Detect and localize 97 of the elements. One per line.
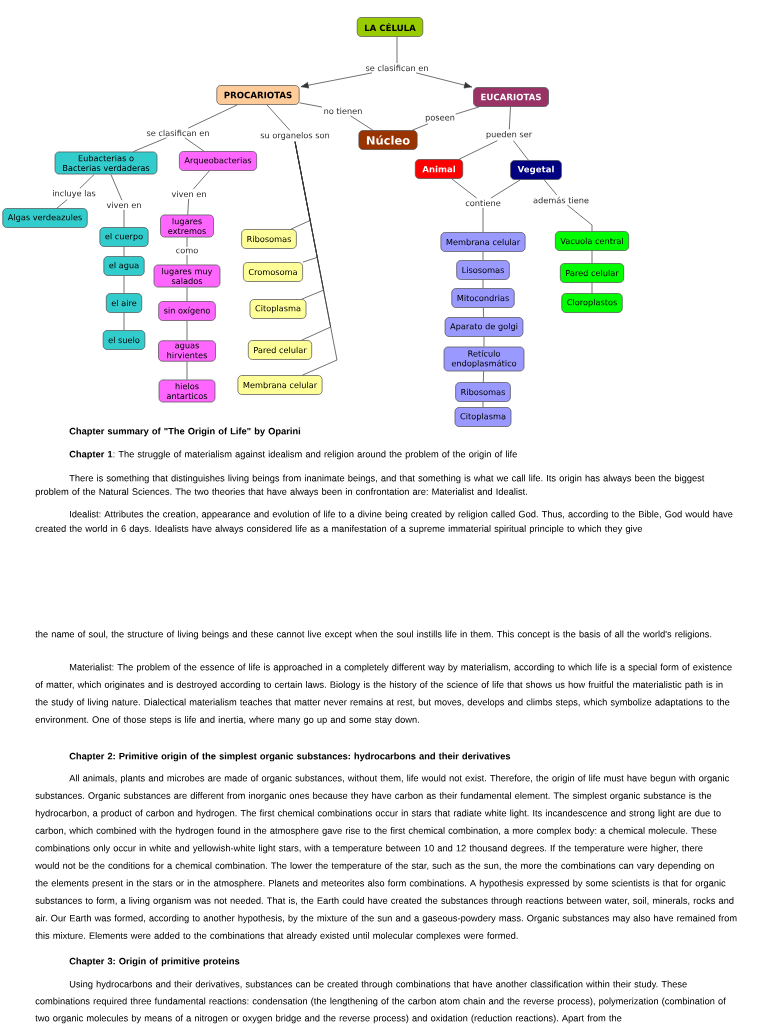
concept-box: Lisosomas <box>456 260 510 280</box>
concept-box: LA CÉLULA <box>356 17 424 37</box>
connector-line <box>186 254 188 265</box>
concept-box: Vacuola central <box>555 231 629 251</box>
connector-line <box>123 312 125 331</box>
linking-phrase: poseen <box>425 115 455 123</box>
concept-box: Membrana celular <box>440 232 526 252</box>
linking-phrase: no tienen <box>324 107 362 115</box>
concept-box: Citoplasma <box>249 299 307 319</box>
concept-box: Cloroplastos <box>561 293 623 313</box>
connector-line <box>543 179 558 196</box>
concept-box: el suelo <box>102 330 146 350</box>
connector-line <box>186 237 188 248</box>
paragraph: Using hydrocarbons and their derivatives, substances can be created through combinations that have another classification within their study. These combinations required three fundamental reactions: condensation (the lengthening of the carbon atom chain and the reverse process), polymerization (combination of two organic molecules by means of a nitrogen or oxygen bridge and the reverse process) and oxidation (reduction reactions). Apart from the <box>35 980 726 1024</box>
heading: Chapter 1: The struggle of materialism against idealism and religion around the problem of the origin of life <box>69 450 517 460</box>
connector-line <box>123 209 125 228</box>
concept-box: Ribosomas <box>241 229 297 249</box>
connector-line <box>123 275 125 294</box>
concept-box: Eubacterias o Bacterias verdaderas <box>54 151 158 175</box>
concept-box: hielos antarticos <box>158 379 216 403</box>
connector-line <box>294 141 338 376</box>
connector-line <box>192 170 210 190</box>
concept-box: Mitocondrias <box>451 288 515 308</box>
connector-line <box>482 371 484 383</box>
connector-line <box>186 320 188 341</box>
paragraph: All animals, plants and microbes are made of organic substances, without them, life would not exist. Therefore, the origin of life must have begun with organic substances. Organic substances are different from inorganic ones because they have carbon as their fundamental element. The simplest organic substance is the hydrocarbon, a product of carbon and hydrogen. The first chemical combinations occur in stars that radiate white light. Its incandescence and strong light are due to carbon, which combined with the hydrogen found in the atmosphere gave rise to the first chemical combination, a more complex body: a chemical molecule. These combinations only occur in white and yellowish-white light stars, with a temperature between 10 and 12 thousand degrees. If the temperature were higher, there would not be the conditions for a chemical combination. The lower the temperature of the star, such as the sun, the more the combinations can vary depending on the elements present in the stars or in the atmosphere. Planets and meteorites also form combinations. A hypothesis expressed by some scientists is that for organic substances to form, a living organism was not needed. That is, the Earth could have created the substances through reactions between water, soil, minerals, rocks and air. Our Earth was formed, according to another hypothesis, by the mixture of the sun and a gaseous-powdery mass. Organic substances may also have remained from this mixture. Elements were added to the combinations that already existed until molecular complexes were formed. <box>35 774 737 941</box>
connector-line <box>508 106 511 130</box>
concept-box: Pared celular <box>248 340 313 360</box>
arrow <box>415 72 473 89</box>
concept-box: Aparato de golgi <box>444 317 524 337</box>
connector-line <box>186 287 188 302</box>
concept-box: lugares extremos <box>160 214 214 238</box>
concept-box: el cuerpo <box>99 227 149 247</box>
heading: Chapter 2: Primitive origin of the simplest organic substances: hydrocarbons and their derivatives <box>69 752 511 762</box>
connector-line <box>513 140 529 161</box>
connector-line <box>482 251 484 261</box>
linking-phrase: se clasifican en <box>365 64 428 72</box>
concept-box: EUCARIOTAS <box>473 87 549 107</box>
concept-box: el aire <box>105 293 143 313</box>
connector-line <box>184 137 205 152</box>
concept-box: Retículo endoplasmático <box>443 346 525 372</box>
concept-box: aguas hirvientes <box>158 340 216 362</box>
connector-line <box>482 207 484 233</box>
connector-line <box>123 246 125 257</box>
concept-box: lugares muy salados <box>153 264 221 288</box>
linking-phrase: como <box>176 248 198 254</box>
concept-box: el agua <box>103 256 145 276</box>
connector-line <box>483 336 485 347</box>
concept-box: Arqueobacterias <box>179 151 257 171</box>
linking-phrase: incluye las <box>53 190 96 198</box>
connector-line <box>56 199 68 209</box>
connector-line <box>451 178 478 199</box>
linking-phrase: pueden ser <box>486 131 533 139</box>
concept-box: Núcleo <box>358 130 418 150</box>
connector-line <box>482 401 484 408</box>
connector-line <box>186 361 188 380</box>
linking-phrase: se clasifican en <box>146 129 209 137</box>
connector-line <box>482 279 484 289</box>
connector-line <box>412 123 429 131</box>
connector-line <box>299 102 323 108</box>
connector-line <box>110 174 123 201</box>
linking-phrase: viven en <box>106 201 141 209</box>
connector-line <box>566 204 593 232</box>
arrow <box>300 72 373 89</box>
concept-box: Citoplasma <box>454 407 512 427</box>
connector-line <box>79 174 95 189</box>
concept-box: Pared celular <box>560 263 625 283</box>
paragraph: There is something that distinguishes living beings from inanimate beings, and that something is what we call life. Its origin has always been the biggest problem of the Natural Sciences. The two theories that have always been in confrontation are: Materialist and Idealist. <box>35 474 705 497</box>
connector-line <box>350 115 374 131</box>
linking-phrase: contiene <box>465 199 501 207</box>
concept-box: Algas verdeazules <box>2 208 88 228</box>
concept-box: Ribosomas <box>455 382 511 402</box>
connector-line <box>187 198 190 215</box>
connector-line <box>266 104 291 131</box>
concept-box: sin oxígeno <box>158 301 216 321</box>
concept-box: Animal <box>414 159 464 179</box>
concept-box: Membrana celular <box>237 375 323 395</box>
paragraph: Idealist: Attributes the creation, appearance and evolution of life to a divine being created by religion called God. Thus, according to the Bible, God would have created the world in 6 days. Idealists have always considered life as a manifestation of a supreme immaterial spiritual principle to which they give <box>35 510 733 534</box>
connector-line <box>490 179 521 199</box>
concept-box: Cromosoma <box>243 262 303 282</box>
linking-phrase: además tiene <box>533 196 589 204</box>
linking-phrase: su organelos son <box>260 132 330 140</box>
connector-line <box>396 36 398 64</box>
connector-line <box>187 104 238 129</box>
connector-line <box>133 137 167 152</box>
connector-line <box>458 140 498 160</box>
heading: Chapter summary of "The Origin of Life" by Oparini <box>69 427 301 437</box>
linking-phrase: viven en <box>171 190 206 198</box>
connector-line <box>455 106 480 115</box>
connector-line <box>591 282 593 294</box>
paragraph: Materialist: The problem of the essence of life is approached in a completely different way by materialism, according to which life is a special form of existence of matter, which originates and is destroyed according to certain laws. Biology is the history of the science of life that shows us how fruitful the materialistic path is in the study of living nature. Dialectical materialism teaches that matter never remains at rest, but moves, develops and climbs steps, which symbolize adaptations to the environment. One of those steps is life and inertia, where many go up and some stay down. <box>35 663 732 725</box>
concept-box: PROCARIOTAS <box>216 85 300 105</box>
concept-box: Vegetal <box>510 160 562 180</box>
paragraph: the name of soul, the structure of living beings and these cannot live except when the soul instills life in them. This concept is the basis of all the world's religions. <box>35 630 712 640</box>
connector-line <box>483 307 485 318</box>
connector-line <box>591 250 593 264</box>
heading: Chapter 3: Origin of primitive proteins <box>69 957 240 967</box>
